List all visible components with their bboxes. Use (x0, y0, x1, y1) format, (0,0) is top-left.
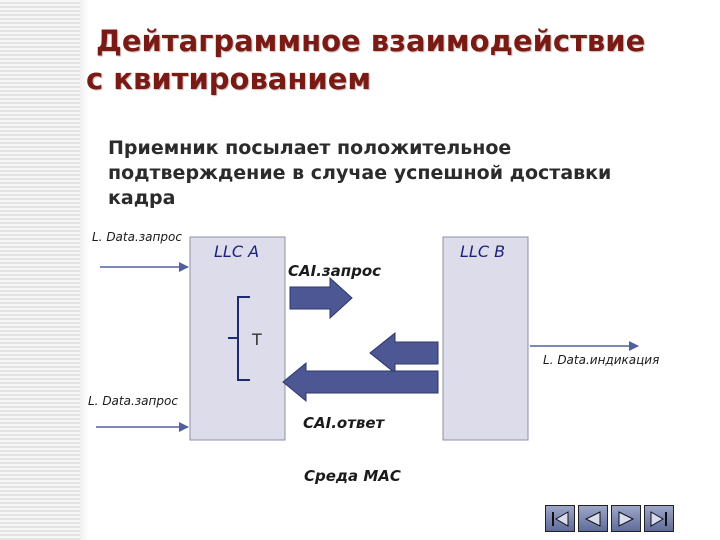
llc-b-label: LLC B (460, 242, 506, 261)
cai-reply-arrow (282, 361, 439, 403)
output-prefix: L. Data. (543, 353, 590, 367)
title-line-2: с квитированием (86, 62, 372, 96)
slide-subtitle: Приемник посылает положительное подтверж… (108, 137, 612, 209)
input-top-prefix: L. Data. (92, 230, 139, 244)
next-slide-button[interactable] (611, 505, 641, 532)
input-bottom-suffix: запрос (134, 394, 178, 408)
cai-request-label: CAI.запрос (288, 262, 382, 280)
llc-b-block (442, 236, 529, 441)
slide-navigation (545, 505, 674, 532)
title-line-1: Дейтаграммное взаимодействие (96, 24, 646, 58)
llc-a-label: LLC A (214, 242, 260, 261)
previous-icon (584, 510, 601, 527)
output-suffix: индикация (589, 353, 660, 367)
slide-title: Дейтаграммное взаимодействие с квитирова… (86, 22, 706, 98)
cai-request-arrow (289, 276, 353, 320)
input-top-suffix: запрос (138, 230, 182, 244)
next-icon (618, 510, 635, 527)
first-icon (552, 510, 569, 527)
output-label: L. Data.индикация (543, 353, 659, 367)
middle-return-arrow (369, 331, 439, 375)
timer-label: T (252, 330, 262, 349)
first-slide-button[interactable] (545, 505, 575, 532)
previous-slide-button[interactable] (578, 505, 608, 532)
input-bottom-prefix: L. Data. (88, 394, 135, 408)
input-top-label: L. Data.запрос (92, 230, 182, 244)
decorative-side-strip (0, 0, 88, 540)
last-slide-button[interactable] (644, 505, 674, 532)
last-icon (650, 510, 667, 527)
cai-reply-label: CAI.ответ (303, 414, 385, 432)
input-bottom-label: L. Data.запрос (88, 394, 178, 408)
medium-label: Среда МАС (304, 467, 401, 485)
